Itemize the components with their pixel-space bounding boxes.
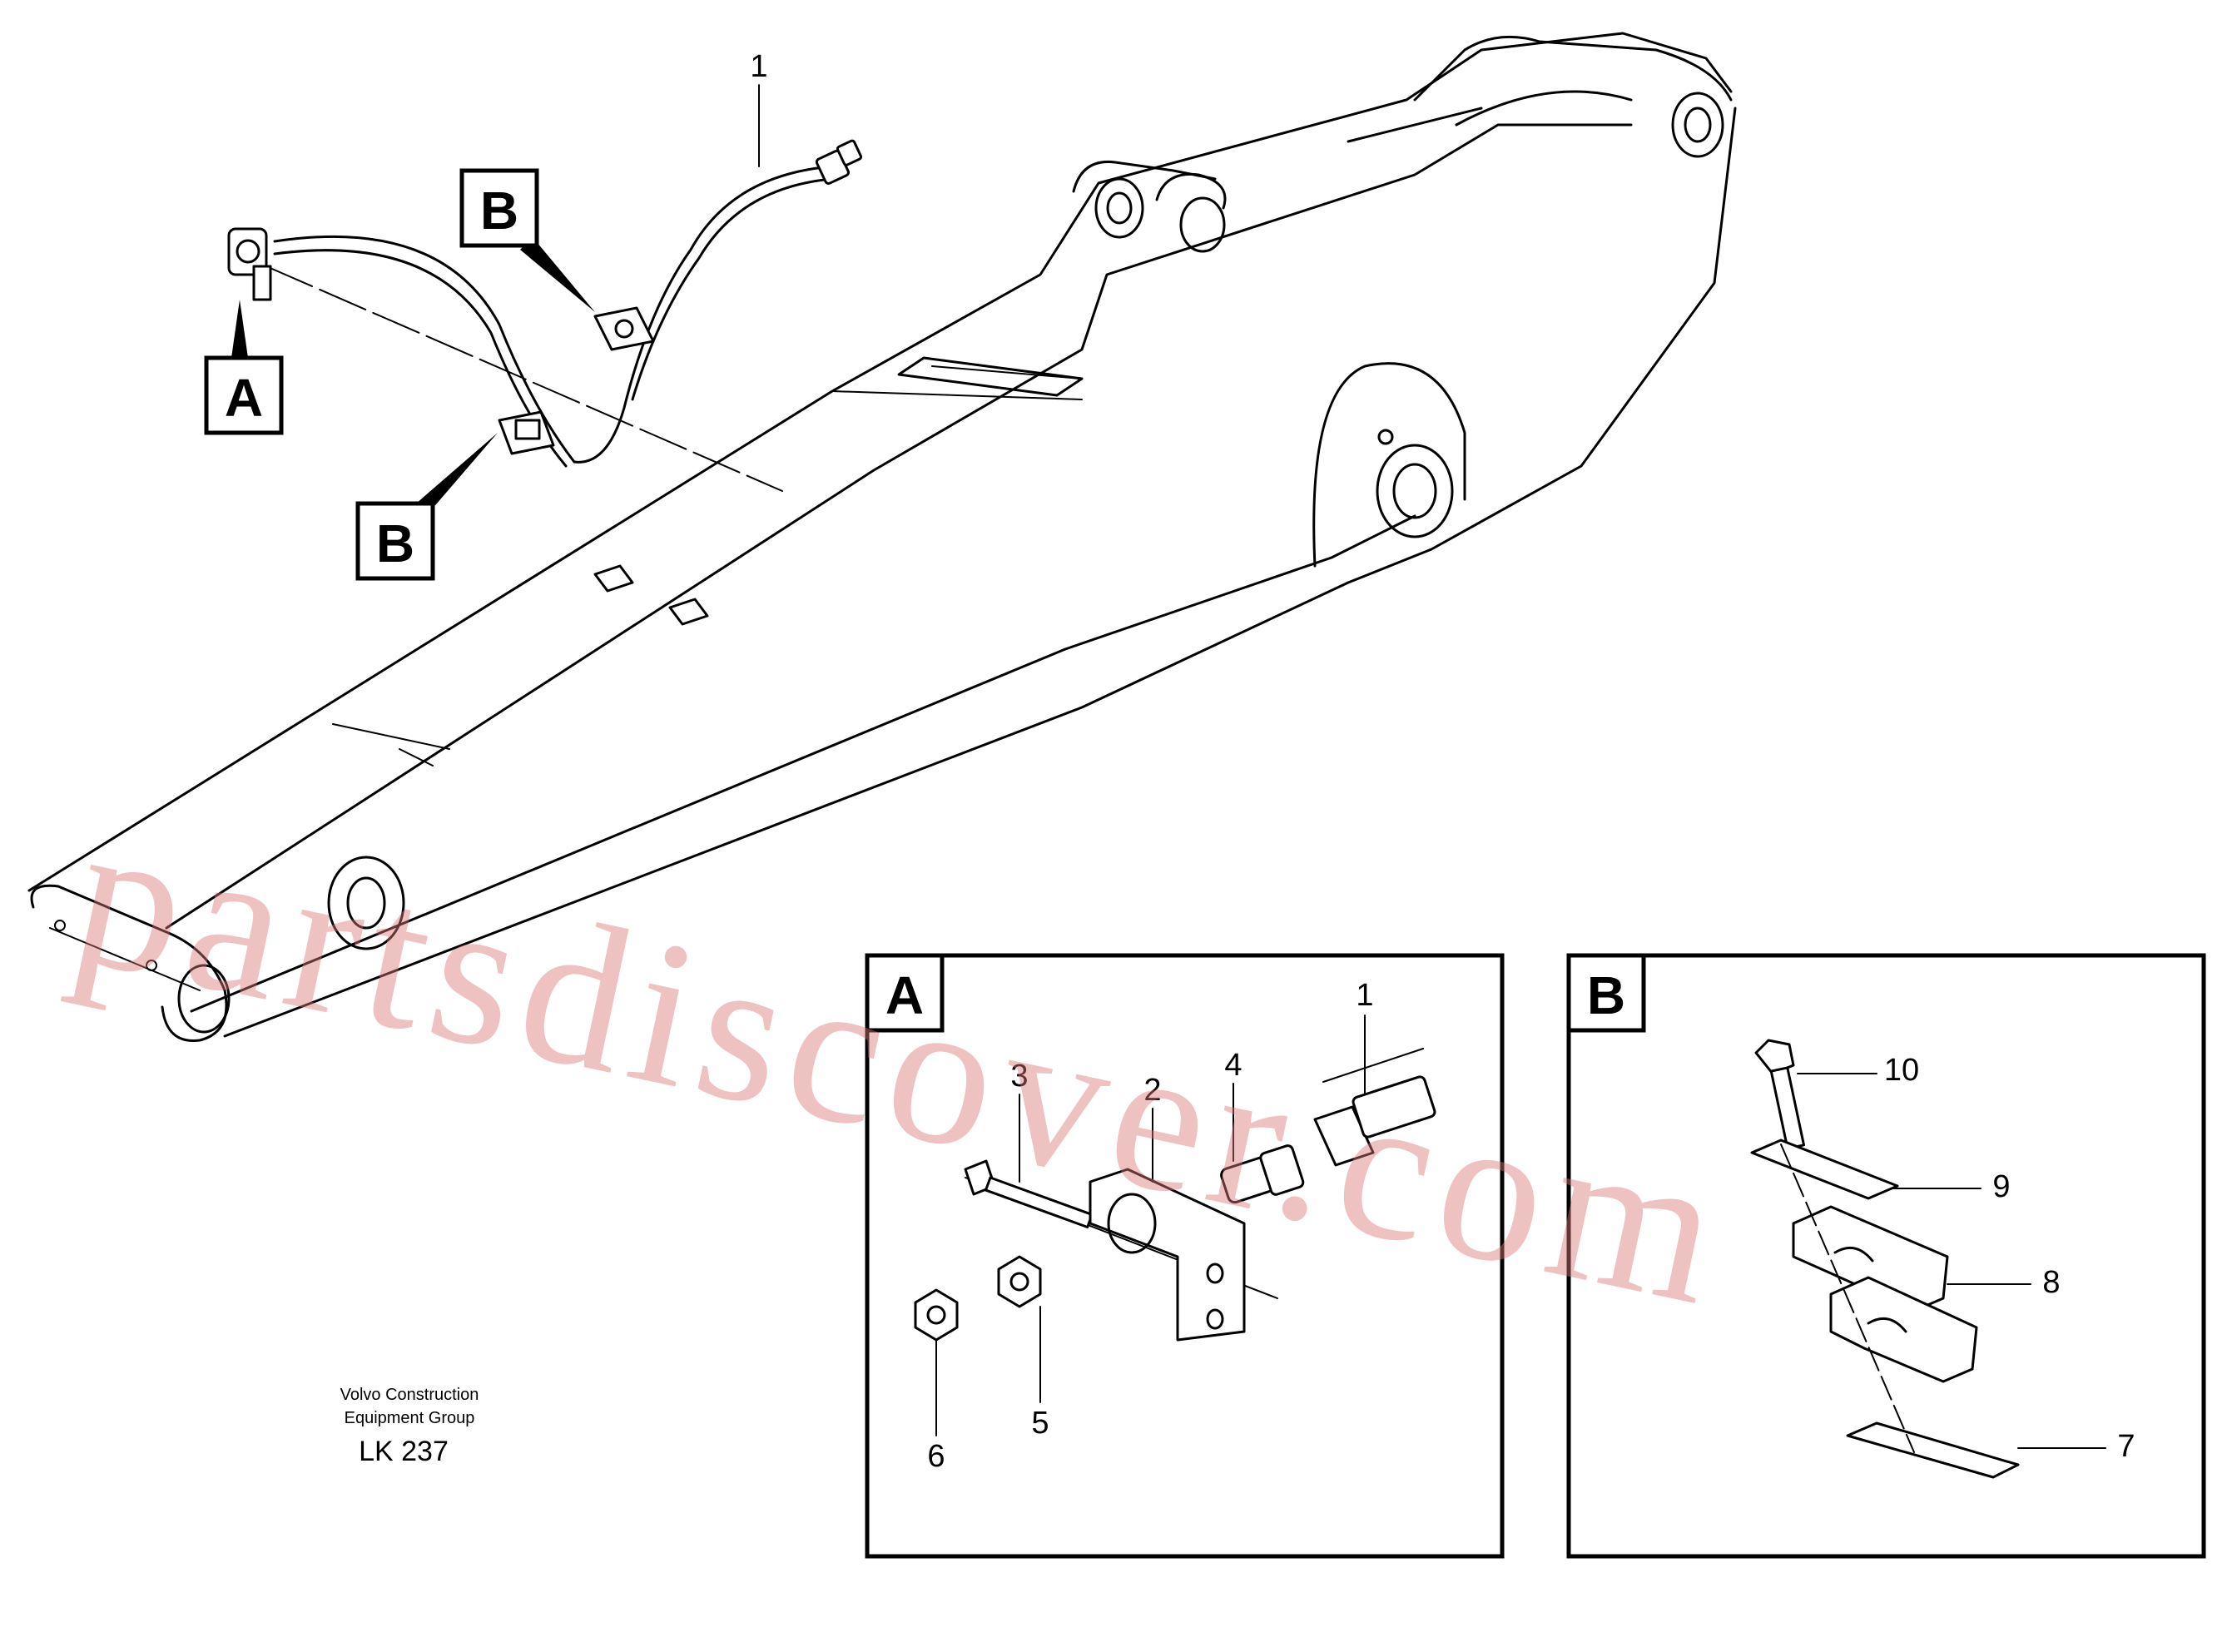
svg-text:B: B (480, 181, 518, 241)
callout-a-box: A (204, 300, 284, 435)
callout-a-1: 1 (1356, 978, 1373, 1013)
callout-a-5: 5 (1031, 1406, 1049, 1441)
callout-a-6: 6 (927, 1439, 945, 1474)
detail-b-panel: B 10 9 8 7 (1566, 953, 2206, 1559)
watermark-text: partsdiscover.com (57, 776, 1747, 1351)
credit-line-2: Equipment Group (345, 1409, 475, 1427)
boom-arm (27, 32, 1737, 1042)
callout-a-3: 3 (1010, 1059, 1028, 1094)
clamp-b-upper (593, 306, 655, 351)
drawing-code: LK 237 (359, 1436, 449, 1467)
callout-b-upper-box: B (459, 168, 595, 312)
detail-a-panel: A 1 2 3 4 5 6 (865, 953, 1505, 1559)
clamp-b-lower (498, 410, 555, 455)
detail-b-label: B (1587, 965, 1625, 1025)
svg-text:1: 1 (750, 49, 767, 84)
callout-b-7: 7 (2117, 1429, 2135, 1464)
credit-line-1: Volvo Construction (340, 1386, 479, 1404)
callout-1-main-hose: 1 (750, 49, 768, 167)
svg-text:A: A (225, 368, 263, 428)
callout-b-lower-box: B (355, 433, 498, 581)
callout-a-4: 4 (1224, 1048, 1242, 1083)
hydraulic-hose (227, 139, 863, 468)
publisher-credit: Volvo Construction Equipment Group LK 23… (340, 1386, 479, 1467)
callout-a-2: 2 (1143, 1073, 1161, 1108)
detail-a-label: A (885, 965, 924, 1025)
callout-b-9: 9 (1992, 1169, 2010, 1204)
svg-text:B: B (376, 513, 414, 573)
callout-b-10: 10 (1884, 1053, 1919, 1088)
callout-b-8: 8 (2042, 1265, 2060, 1300)
